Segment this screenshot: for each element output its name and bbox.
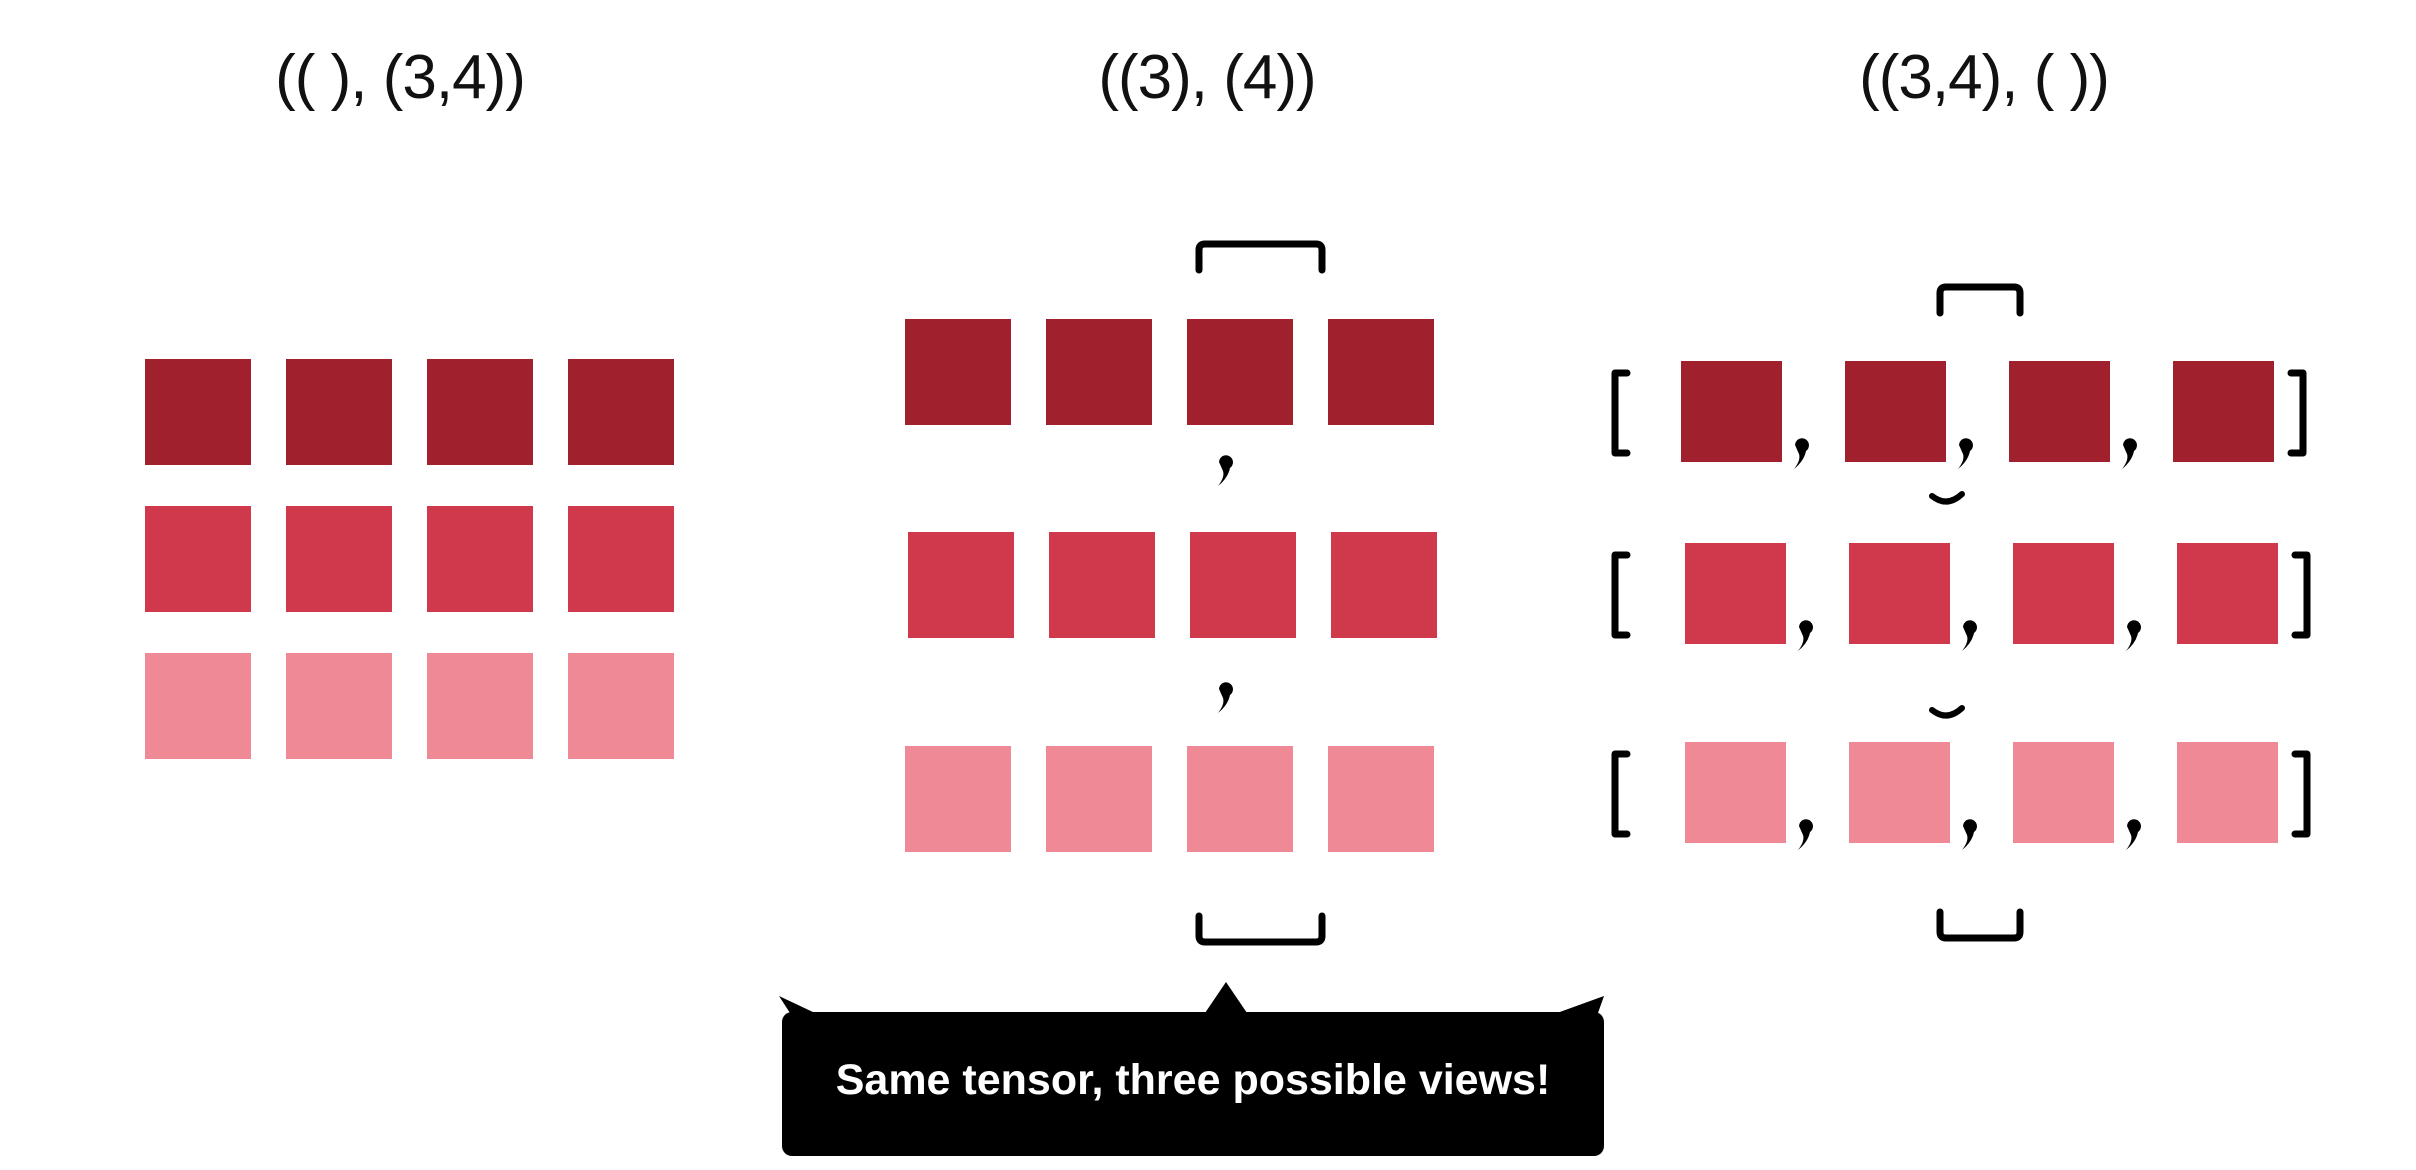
p3-cell: [2013, 543, 2114, 644]
p2-cell: [1049, 532, 1155, 638]
p3-close-bracket: [2287, 369, 2307, 457]
p3-comma: [2126, 819, 2141, 850]
p3-cell: [2177, 543, 2278, 644]
p3-cell: [1681, 361, 1782, 462]
p1-cell: [427, 359, 533, 465]
p3-comma: [1929, 705, 1965, 719]
p3-open-bracket: [1611, 551, 1631, 639]
p3-cell: [1849, 543, 1950, 644]
callout-corner-left: [779, 996, 815, 1013]
callout-text: Same tensor, three possible views!: [835, 1056, 1551, 1104]
p1-cell: [568, 359, 674, 465]
p3-cell: [2009, 361, 2110, 462]
p2-top-brace: [1195, 240, 1326, 274]
callout-corner-right: [1557, 996, 1604, 1013]
panel-3-title: ((3,4), ( )): [1859, 43, 2110, 112]
p3-comma: [2122, 438, 2137, 469]
p3-comma: [1798, 819, 1813, 850]
p3-comma: [1798, 620, 1813, 651]
p2-bottom-brace: [1195, 912, 1326, 946]
p2-cell: [1190, 532, 1296, 638]
p3-comma: [1794, 438, 1809, 469]
p2-cell: [1046, 746, 1152, 852]
p3-comma: [1958, 438, 1973, 469]
p3-comma: [1962, 819, 1977, 850]
p3-close-bracket: [2291, 551, 2311, 639]
p1-cell: [286, 506, 392, 612]
p1-cell: [568, 653, 674, 759]
p1-cell: [145, 359, 251, 465]
callout-tooltip: Same tensor, three possible views!: [782, 1012, 1604, 1156]
p2-comma: [1218, 682, 1233, 713]
p1-cell: [427, 653, 533, 759]
p3-cell: [1849, 742, 1950, 843]
p3-cell: [1685, 742, 1786, 843]
p3-open-bracket: [1611, 750, 1631, 838]
p2-cell: [1331, 532, 1437, 638]
p2-cell: [905, 746, 1011, 852]
p3-open-bracket: [1611, 369, 1631, 457]
p1-cell: [145, 653, 251, 759]
p3-cell: [2177, 742, 2278, 843]
p3-cell: [2173, 361, 2274, 462]
p2-cell: [1187, 319, 1293, 425]
p3-comma: [1929, 491, 1965, 505]
p3-comma: [1962, 620, 1977, 651]
p1-cell: [145, 506, 251, 612]
p2-cell: [908, 532, 1014, 638]
p2-cell: [1328, 319, 1434, 425]
p2-cell: [1046, 319, 1152, 425]
p3-close-bracket: [2291, 750, 2311, 838]
p1-cell: [427, 506, 533, 612]
p3-cell: [2013, 742, 2114, 843]
p3-comma: [2126, 620, 2141, 651]
p3-top-brace: [1936, 283, 2024, 317]
p2-cell: [905, 319, 1011, 425]
p3-bottom-brace: [1936, 908, 2024, 942]
p2-cell: [1328, 746, 1434, 852]
p2-cell: [1187, 746, 1293, 852]
p3-cell: [1845, 361, 1946, 462]
p3-cell: [1685, 543, 1786, 644]
p1-cell: [286, 653, 392, 759]
p2-comma: [1218, 455, 1233, 486]
p1-cell: [286, 359, 392, 465]
panel-2-title: ((3), (4)): [1098, 43, 1316, 112]
p1-cell: [568, 506, 674, 612]
panel-1-title: (( ), (3,4)): [275, 43, 526, 112]
callout-pointer: [1205, 982, 1247, 1013]
